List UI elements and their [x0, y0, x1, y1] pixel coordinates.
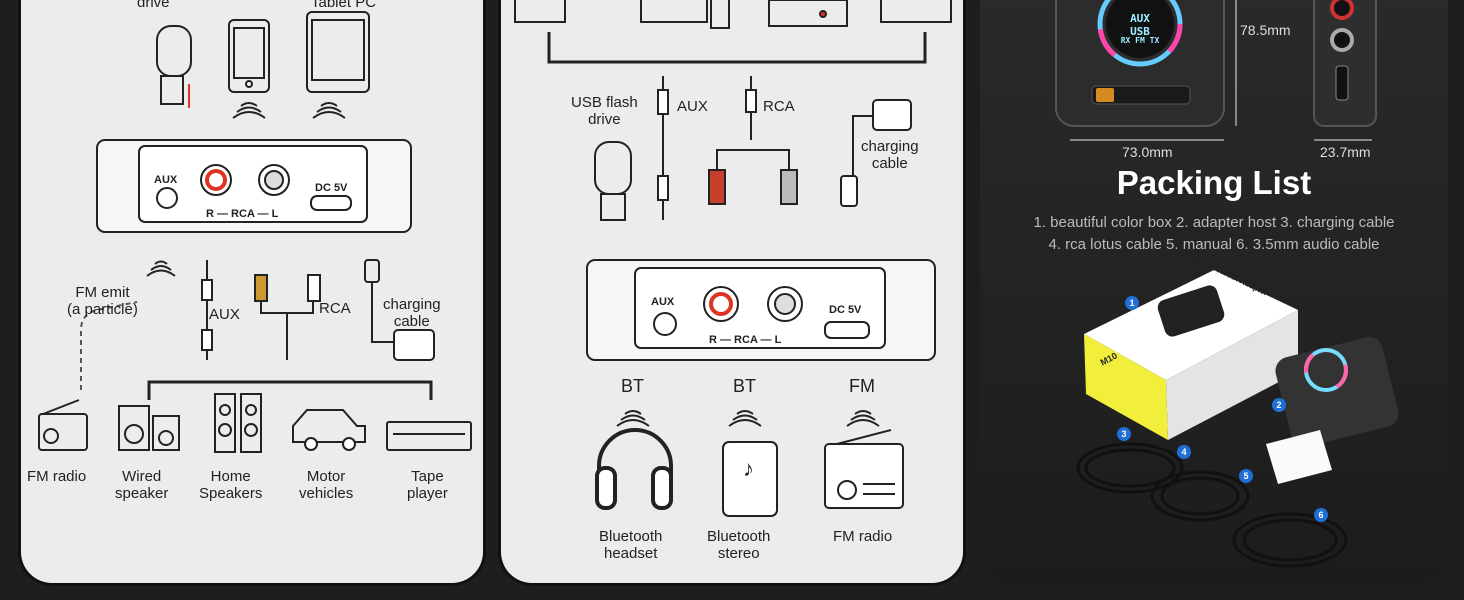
- badge-6: 6: [1314, 508, 1328, 522]
- phone-icon: [228, 19, 270, 93]
- badge-4: 4: [1177, 445, 1191, 459]
- packing-list-line-2: 4. rca lotus cable 5. manual 6. 3.5mm au…: [1048, 236, 1380, 253]
- tape-player-icon: [386, 421, 472, 451]
- output-label-bluetooth-stereo: Bluetooth stereo: [707, 528, 771, 562]
- output-label-home-speakers: Home Speakers: [199, 468, 263, 502]
- height-dimension: 78.5mm: [1240, 22, 1291, 38]
- left-connection-panel: drive Tablet PC AUX R — RCA — L DC 5V FM…: [18, 0, 486, 586]
- packing-list-title: Packing List: [1116, 164, 1312, 201]
- dc-port-label: DC 5V: [315, 182, 348, 194]
- fm-radio-icon: [824, 429, 904, 509]
- tablet-label: Tablet PC: [311, 0, 377, 11]
- screen-mode-text: AUX USB: [1130, 12, 1150, 38]
- charging-cable-label: charging cable: [861, 138, 919, 172]
- middle-connection-panel: ♪ USB flash drive AUX RCA charging cable…: [498, 0, 966, 586]
- product-illustration: [1055, 0, 1399, 568]
- bluetooth-stereo-icon: ♪: [722, 441, 778, 517]
- fm-wave-icon: [146, 260, 176, 277]
- usb-drive-icon: [594, 141, 632, 221]
- signal-wave-icons: [616, 410, 880, 427]
- mode-label-fm: FM: [849, 376, 875, 396]
- badge-5: 5: [1239, 469, 1253, 483]
- home-speakers-icon: [214, 393, 262, 453]
- output-label-fm-radio: FM radio: [27, 468, 87, 485]
- left-diagram-illustration: [38, 11, 472, 453]
- aux-cable-label: AUX: [209, 306, 240, 323]
- cables-icon: [1076, 442, 1348, 568]
- motor-vehicle-icon: [292, 409, 366, 451]
- rca-port-label: R — RCA — L: [709, 334, 782, 346]
- depth-dimension: 23.7mm: [1320, 144, 1371, 160]
- output-label-tape-player: Tape player: [407, 468, 448, 502]
- aux-port-label: AUX: [154, 174, 178, 186]
- aux-cable-label: AUX: [677, 98, 708, 115]
- fm-emit-label: FM emit (a particle): [67, 284, 138, 318]
- manual-icon: [1266, 430, 1332, 484]
- svg-text:♪: ♪: [743, 456, 754, 481]
- packing-list-panel: AUX USB RX FM TX 78.5mm 73.0mm 23.7mm Pa…: [980, 0, 1448, 586]
- rca-cable-label: RCA: [319, 300, 351, 317]
- input-devices-icon: [514, 0, 952, 29]
- adapter-host-icon: [1275, 337, 1399, 447]
- rca-cable-label: RCA: [763, 98, 795, 115]
- badge-1: 1: [1125, 296, 1139, 310]
- adapter-side-icon: [1313, 0, 1377, 127]
- badge-2: 2: [1272, 398, 1286, 412]
- fm-radio-icon: [38, 399, 88, 451]
- headset-icon: [595, 428, 673, 510]
- output-label-fm-radio: FM radio: [833, 528, 893, 545]
- wireless-wave-icon: [232, 102, 346, 119]
- rca-cable-icon: [708, 76, 798, 205]
- usb-drive-icon: [156, 25, 192, 108]
- width-dimension: 73.0mm: [1122, 144, 1173, 160]
- aux-cable-icon: [201, 260, 213, 360]
- charging-cable-label: charging cable: [383, 296, 441, 330]
- mode-label-bt-1: BT: [621, 376, 645, 396]
- rca-port-label: R — RCA — L: [206, 208, 279, 220]
- usb-drive-label: drive: [137, 0, 170, 11]
- adapter-device-icon: [586, 259, 936, 361]
- charging-cable-icon: [840, 99, 912, 207]
- tablet-icon: [306, 11, 370, 93]
- wired-speaker-icon: [118, 405, 180, 451]
- adapter-front-icon: [1055, 0, 1225, 127]
- output-label-bluetooth-headset: Bluetooth headset: [599, 528, 663, 562]
- screen-sub-text: RX FM TX: [1120, 36, 1160, 45]
- output-label-motor-vehicles: Motor vehicles: [299, 468, 354, 502]
- charging-cable-icon: [364, 259, 435, 361]
- aux-port-label: AUX: [651, 296, 675, 308]
- rca-cable-icon: [254, 274, 321, 360]
- output-label-wired-speaker: Wired speaker: [115, 468, 169, 502]
- badge-3: 3: [1117, 427, 1131, 441]
- packing-list-line-1: 1. beautiful color box 2. adapter host 3…: [1033, 214, 1395, 231]
- mode-label-bt-2: BT: [733, 376, 757, 396]
- dc-port-label: DC 5V: [829, 304, 862, 316]
- product-box-icon: [1084, 270, 1298, 440]
- usb-flash-drive-label: USB flash drive: [571, 94, 638, 128]
- adapter-device-icon: [96, 139, 412, 233]
- middle-diagram-illustration: ♪: [514, 0, 952, 517]
- aux-cable-icon: [657, 76, 669, 220]
